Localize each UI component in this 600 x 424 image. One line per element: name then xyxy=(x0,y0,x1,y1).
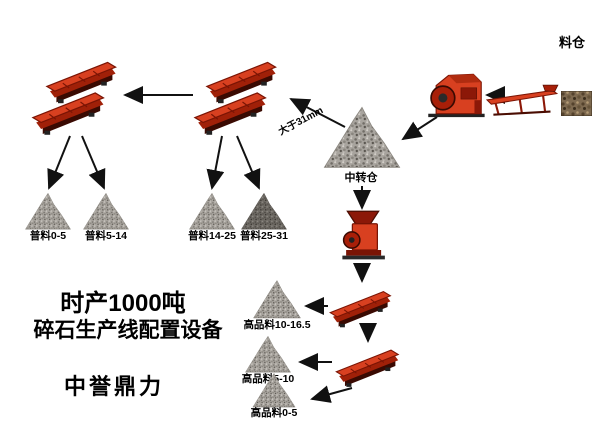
stockpile-ordinary-5-14 xyxy=(82,190,130,232)
flow-arrow xyxy=(47,135,71,190)
stockpile-ordinary-25-31 xyxy=(240,190,288,232)
stockpile-label: 高品料5-10 xyxy=(241,373,295,385)
line-title: 碎石生产线配置设备 xyxy=(33,319,223,342)
feeder-conveyor xyxy=(486,84,560,118)
silo-label: 料仓 xyxy=(558,35,585,50)
stockpile-premium-10-16 xyxy=(252,278,302,320)
stockpile-label: 普料5-14 xyxy=(84,230,127,242)
flow-arrow xyxy=(206,135,225,190)
vibrating-screen-mid-lower xyxy=(190,86,272,136)
vibrating-screen-left-lower xyxy=(28,86,110,136)
fine-screen-2 xyxy=(332,342,404,390)
stockpile-premium-5-10 xyxy=(244,334,292,374)
stockpile-label: 高品料10-16.5 xyxy=(243,319,311,331)
hammer-crusher xyxy=(426,68,488,120)
capacity-title: 时产1000吨 xyxy=(60,290,186,317)
stockpile-ordinary-0-5 xyxy=(24,190,72,232)
stockpile-premium-0-5 xyxy=(250,372,298,408)
flow-arrow xyxy=(401,116,438,141)
flow-arrow xyxy=(236,135,261,190)
secondary-crusher xyxy=(334,210,392,270)
flow-arrow xyxy=(310,385,353,403)
stockpile-ordinary-14-25 xyxy=(188,190,236,232)
flow-arrow xyxy=(289,98,346,128)
flow-arrow xyxy=(81,135,106,190)
fine-screen-1 xyxy=(326,284,396,330)
stockpile-label: 普料25-31 xyxy=(240,230,288,242)
transfer-stockpile-label: 中转仓 xyxy=(344,172,378,184)
brand-title: 中誉鼎力 xyxy=(63,374,164,399)
material-sample-image xyxy=(561,91,592,116)
stockpile-label: 高品料0-5 xyxy=(250,407,298,419)
transfer-stockpile xyxy=(322,102,402,172)
stockpile-label: 普料14-25 xyxy=(188,230,236,242)
stockpile-label: 普料0-5 xyxy=(29,230,67,242)
